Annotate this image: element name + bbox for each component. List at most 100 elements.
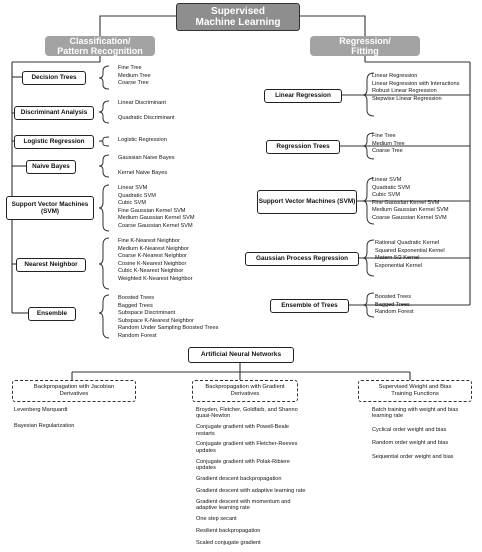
node-regression-trees: Regression Trees bbox=[266, 140, 340, 154]
list-item: Bagged Trees bbox=[375, 301, 410, 308]
list-gaussian-process: Rational Quadratic Kernel Squared Expone… bbox=[375, 240, 445, 270]
list-item: Weighted K-Nearest Neighbor bbox=[118, 275, 193, 282]
list-item: Gradient descent with adaptive learning … bbox=[196, 487, 306, 494]
list-item: Random Forest bbox=[118, 332, 157, 339]
list-item: Linear Discriminant bbox=[118, 100, 166, 106]
list-item: Cubic SVM bbox=[372, 192, 400, 199]
box-weight-bias: Supervised Weight and Bias Training Func… bbox=[358, 380, 472, 402]
list-item: Boosted Trees bbox=[118, 295, 155, 301]
node-decision-trees: Decision Trees bbox=[22, 71, 86, 85]
list-item: Cubic SVM bbox=[118, 200, 146, 207]
list-item: Bagged Trees bbox=[118, 302, 153, 309]
node-label: Nearest Neighbor bbox=[24, 261, 78, 269]
list-item: Medium Gaussian Kernel SVM bbox=[118, 215, 195, 222]
root-title-line2: Machine Learning bbox=[195, 17, 281, 28]
list-item: Medium Tree bbox=[372, 140, 405, 147]
node-label: Regression Trees bbox=[276, 143, 330, 151]
list-item: Coarse Gaussian Kernel SVM bbox=[372, 214, 447, 221]
bracket-discriminant bbox=[98, 100, 110, 124]
list-item: Linear SVM bbox=[118, 185, 148, 191]
node-nearest-neighbor: Nearest Neighbor bbox=[16, 258, 86, 272]
list-naive-bayes: Gaussian Naive Bayes Kernel Naive Bayes bbox=[118, 155, 175, 178]
box-jacobian: Backpropagation with Jacobian Derivative… bbox=[12, 380, 136, 402]
bracket-ensemble bbox=[98, 294, 110, 339]
box-title-line1: Supervised Weight and Bias bbox=[378, 384, 452, 391]
list-item: Random Forest bbox=[375, 309, 414, 316]
bracket-svm-class bbox=[98, 184, 110, 232]
list-item: Quadratic SVM bbox=[372, 184, 410, 191]
regression-title-line2: Fitting bbox=[351, 46, 379, 56]
list-item: Subspace K-Nearest Neighbor bbox=[118, 317, 194, 324]
list-item: Sequential order weight and bias bbox=[372, 453, 454, 460]
list-logistic: Logistic Regression bbox=[118, 137, 167, 145]
list-item: Levenberg Marquardt bbox=[14, 407, 68, 413]
list-item: Quadratic Discriminant bbox=[118, 115, 175, 122]
list-item: Fine Tree bbox=[118, 65, 142, 71]
list-item: Conjugate gradient with Powell-Beale res… bbox=[196, 424, 289, 437]
regression-header: Regression/ Fitting bbox=[310, 36, 420, 56]
classification-title-line1: Classification/ bbox=[69, 36, 131, 46]
bracket-svm-regr bbox=[362, 177, 375, 225]
list-item: Medium Gaussian Kernel SVM bbox=[372, 207, 449, 214]
node-label: Discriminant Analysis bbox=[20, 109, 88, 117]
list-jacobian: Levenberg Marquardt Bayesian Regularizat… bbox=[14, 407, 134, 435]
list-item: Gradient descent backpropagation bbox=[196, 475, 282, 482]
list-item: Exponential Kernel bbox=[375, 262, 422, 269]
list-decision-trees: Fine Tree Medium Tree Coarse Tree bbox=[118, 65, 151, 88]
list-discriminant: Linear Discriminant Quadratic Discrimina… bbox=[118, 100, 175, 123]
node-label: Support Vector Machines (SVM) bbox=[11, 200, 89, 216]
list-item: Stepwise Linear Regression bbox=[372, 95, 442, 102]
list-item: Random Under Sampling Boosted Trees bbox=[118, 325, 219, 332]
node-label: Ensemble bbox=[36, 310, 68, 318]
list-item: Fine Tree bbox=[372, 133, 396, 139]
list-item: Fine Gaussian Kernel SVM bbox=[118, 207, 186, 214]
box-title-line1: Backpropagation with Jacobian bbox=[33, 384, 115, 391]
list-item: Cyclical order weight and bias bbox=[372, 426, 447, 433]
classification-title-line2: Pattern Recognition bbox=[57, 46, 143, 56]
list-item: Gradient descent with momentum and adapt… bbox=[196, 498, 291, 512]
list-ensemble: Boosted Trees Bagged Trees Subspace Disc… bbox=[118, 295, 218, 341]
list-item: Resilient backpropagation bbox=[196, 527, 261, 534]
node-artificial-neural-networks: Artificial Neural Networks bbox=[188, 347, 294, 363]
list-item: Conjugate gradient with Polak-Ribiere up… bbox=[196, 458, 290, 472]
list-svm-classification: Linear SVM Quadratic SVM Cubic SVM Fine … bbox=[118, 185, 194, 231]
list-item: Fine K-Nearest Neighbor bbox=[118, 238, 180, 244]
bracket-nearest-neighbor bbox=[98, 237, 110, 290]
list-item: Coarse K-Nearest Neighbor bbox=[118, 253, 188, 260]
classification-header: Classification/ Pattern Recognition bbox=[45, 36, 155, 56]
list-item: Logistic Regression bbox=[118, 137, 167, 143]
list-item: Kernel Naive Bayes bbox=[118, 170, 168, 177]
node-ensemble: Ensemble bbox=[28, 307, 76, 321]
root-to-regression-line bbox=[298, 15, 366, 36]
list-item: Fine Gaussian Kernel SVM bbox=[372, 199, 440, 206]
list-item: One step secant bbox=[196, 515, 237, 522]
list-ensemble-of-trees: Boosted Trees Bagged Trees Random Forest bbox=[375, 294, 414, 317]
node-svm-classification: Support Vector Machines (SVM) bbox=[6, 196, 94, 220]
node-naive-bayes: Naive Bayes bbox=[26, 160, 76, 174]
root-node: Supervised Machine Learning bbox=[176, 3, 300, 31]
node-label: Gaussian Process Regression bbox=[256, 255, 348, 263]
node-svm-regression: Support Vector Machines (SVM) bbox=[257, 190, 357, 214]
list-item bbox=[118, 163, 175, 171]
list-item: Medium Tree bbox=[118, 72, 151, 79]
list-item: Linear Regression bbox=[372, 73, 418, 79]
list-item: Cosine K-Nearest Neighbor bbox=[118, 260, 187, 267]
list-item: Broyden, Fletcher, Goldfarb, and Shanno … bbox=[196, 407, 298, 420]
node-label: Logistic Regression bbox=[23, 138, 85, 146]
node-gaussian-process: Gaussian Process Regression bbox=[245, 252, 359, 266]
node-label: Decision Trees bbox=[31, 74, 77, 82]
list-item: Boosted Trees bbox=[375, 294, 412, 300]
box-title-line2: Training Functions bbox=[391, 391, 439, 397]
regression-title-line1: Regression/ bbox=[339, 36, 391, 46]
list-item: Quadratic SVM bbox=[118, 192, 156, 199]
list-item: Random order weight and bias bbox=[372, 440, 449, 447]
list-item: Coarse Tree bbox=[118, 80, 149, 87]
bracket-logistic bbox=[98, 136, 110, 147]
box-gradient: Backpropagation with Gradient Derivative… bbox=[192, 380, 298, 402]
node-logistic-regression: Logistic Regression bbox=[14, 135, 94, 149]
bracket-ensemble-trees bbox=[362, 292, 375, 318]
bracket-gpr bbox=[362, 239, 375, 277]
box-title-line2: Derivatives bbox=[59, 391, 89, 397]
node-label: Artificial Neural Networks bbox=[200, 351, 282, 359]
